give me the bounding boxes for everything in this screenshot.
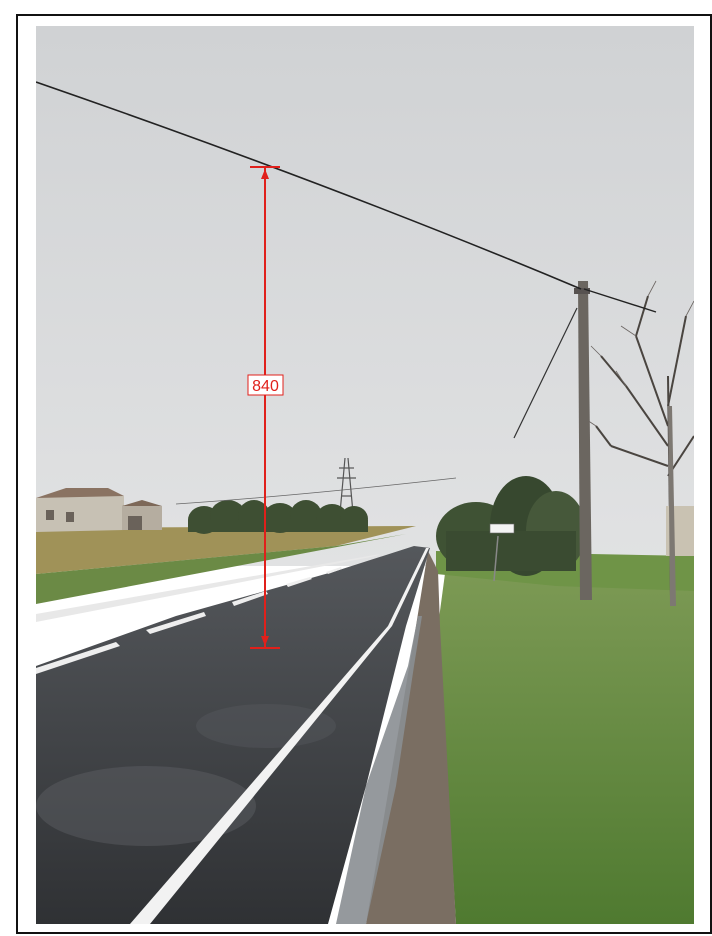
dimension-arrow-up	[261, 169, 269, 179]
stay-wire	[513, 307, 578, 439]
dimension-arrow-down	[261, 636, 269, 646]
right-grass-bank	[438, 566, 694, 924]
image-frame: 840	[16, 14, 712, 934]
distant-wire	[175, 477, 457, 505]
gravel-shoulder	[366, 551, 456, 924]
road-sign	[489, 523, 515, 582]
bare-tree-twigs	[583, 280, 694, 427]
road-photo: 840	[36, 26, 694, 924]
left-edge-line	[36, 554, 380, 622]
utility-pole	[574, 281, 592, 600]
distant-pylon	[337, 457, 356, 514]
left-verge	[36, 534, 406, 604]
height-dimension: 840	[247, 166, 284, 649]
sky	[36, 26, 694, 566]
corn-field	[36, 526, 416, 574]
right-hedge	[436, 476, 586, 576]
overhead-power-line	[36, 81, 582, 290]
overhead-power-line-2	[583, 288, 657, 313]
road-surface	[36, 546, 430, 924]
dimension-label-box	[247, 374, 284, 396]
far-pole	[668, 406, 676, 606]
center-dashes	[36, 567, 342, 674]
roadside-puddle	[336, 616, 422, 924]
farm-buildings	[36, 488, 162, 532]
distant-tree-line	[188, 500, 368, 534]
dimension-label: 840	[252, 378, 279, 395]
wet-patch	[36, 766, 256, 846]
